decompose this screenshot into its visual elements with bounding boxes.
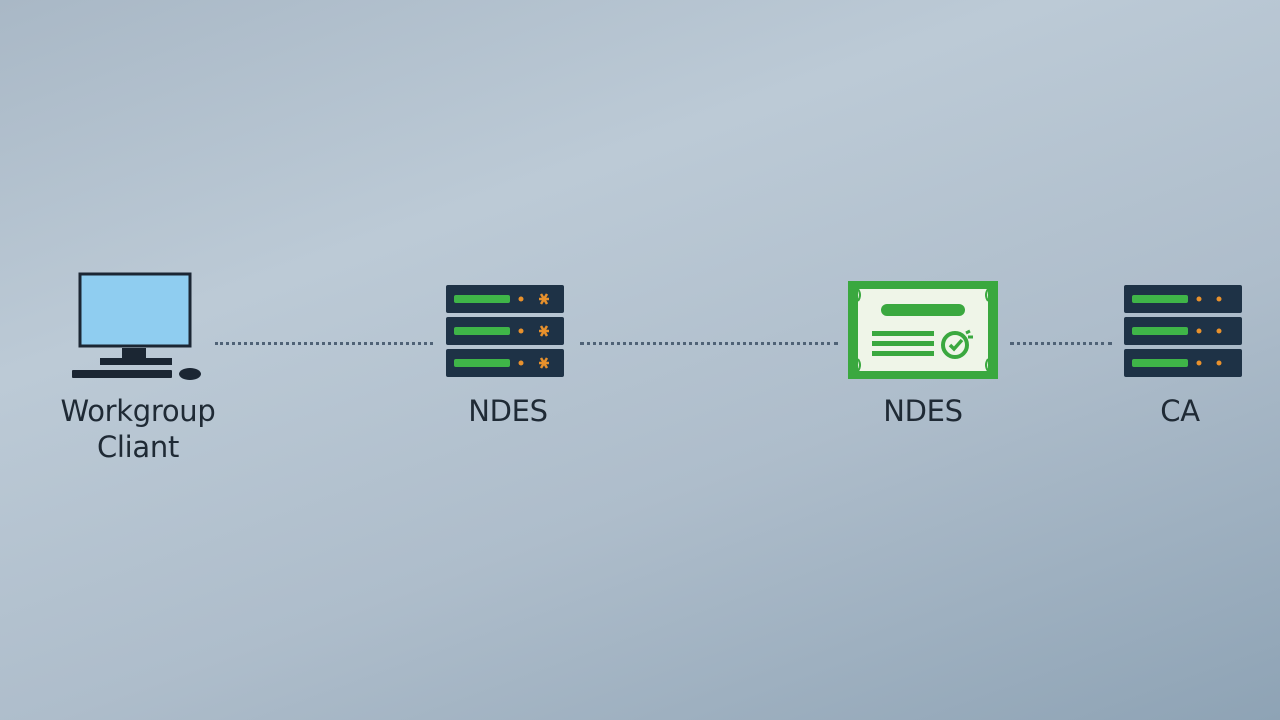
server-unit-3 xyxy=(1124,349,1242,377)
workgroup-client-node xyxy=(70,272,205,384)
connector-certificate-to-ca xyxy=(1010,342,1112,345)
server-unit-1 xyxy=(446,285,564,313)
workgroup-client-label-line1: Workgroup xyxy=(60,394,216,428)
server-unit-1 xyxy=(1124,285,1242,313)
server-rack-icon xyxy=(446,285,564,377)
ndes-certificate-node xyxy=(848,281,998,379)
ca-server-node xyxy=(1124,285,1242,377)
workgroup-client-label: Workgroup Cliant xyxy=(38,393,238,465)
ca-server-label: CA xyxy=(1160,394,1200,428)
server-unit-2 xyxy=(1124,317,1242,345)
desktop-computer-icon xyxy=(72,272,201,380)
server-unit-2 xyxy=(446,317,564,345)
connector-client-to-ndes xyxy=(215,342,433,345)
ndes-server-node xyxy=(446,285,564,377)
certificate-icon xyxy=(848,281,998,379)
workgroup-client-label-line2: Cliant xyxy=(96,430,180,464)
server-unit-3 xyxy=(446,349,564,377)
ndes-certificate-label: NDES xyxy=(883,394,963,428)
server-rack-icon xyxy=(1124,285,1242,377)
ndes-server-label: NDES xyxy=(468,394,548,428)
connector-ndes-to-certificate xyxy=(580,342,838,345)
